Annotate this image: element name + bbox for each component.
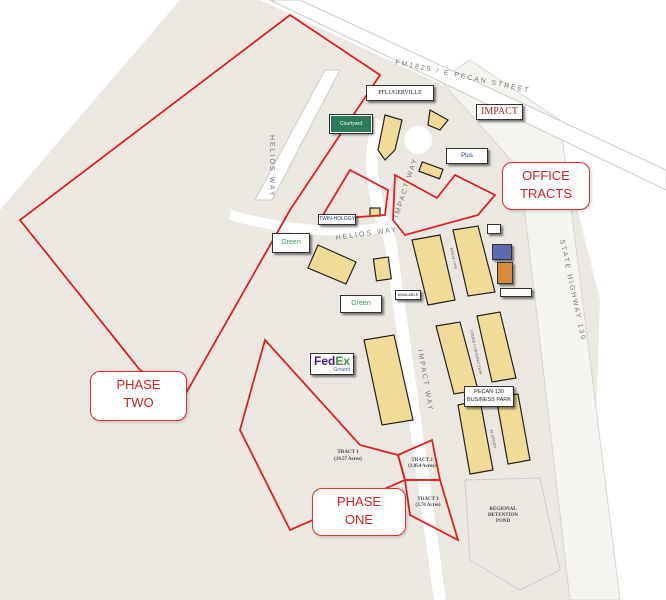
building-phase-one-2 — [452, 225, 496, 297]
building-phase-one-1 — [411, 234, 456, 306]
business-park-line-1: PECAN 130 — [474, 389, 504, 395]
pflugerville-sign: PFLUGERVILLE — [366, 85, 434, 101]
tract-3-name: TRACT 3 — [417, 497, 439, 502]
tract-1-name: TRACT 1 — [337, 450, 359, 455]
building-green — [307, 244, 357, 285]
helios-way-west-road — [254, 69, 341, 201]
best-western-sign: Plus — [446, 148, 488, 164]
planned-label: PLANNED — [489, 429, 498, 448]
detention-pond — [464, 477, 561, 591]
pond-line-1: REGIONAL — [489, 507, 517, 512]
fm1825-road — [269, 0, 666, 191]
impact-sign: IMPACT — [476, 104, 523, 120]
available-sign: AVAILABLE — [395, 290, 421, 300]
building-fedex — [363, 334, 414, 426]
tract-2-name: TRACT 2 — [411, 458, 433, 463]
impact-way-road — [366, 117, 446, 600]
tenant-logo-2 — [492, 244, 512, 260]
phase-two-line-1: PHASE — [116, 377, 161, 392]
tract-3-boundary — [403, 479, 460, 542]
tract-3-area: (3.76 Acres) — [415, 503, 441, 508]
twinhology-sign: TWIN-HOLOGY — [318, 214, 356, 225]
office-tract-boundary — [392, 173, 497, 237]
courtyard-sign: Courtyard — [329, 114, 373, 134]
business-park-line-2: BUSINESS PARK — [467, 397, 511, 403]
phase-one-line-1: PHASE — [336, 494, 382, 509]
building-small2 — [372, 256, 392, 282]
helios-tract-boundary — [318, 168, 389, 222]
phase-one-callout: PHASE ONE — [312, 488, 406, 536]
building-bw — [418, 161, 444, 180]
green-sign-2: Green — [340, 295, 382, 313]
office-tracts-line-1: OFFICE — [522, 168, 570, 183]
pond-line-3: POND — [496, 519, 511, 524]
building-hotel — [377, 114, 403, 161]
fedex-sign: FedEx Ground — [310, 353, 354, 375]
tenant-logo-1 — [487, 224, 501, 234]
phase-one-bldg-label: PHASE ONE — [449, 247, 459, 270]
fedex-ex: Ex — [335, 354, 351, 368]
tenant-logo-3 — [497, 262, 513, 284]
tenant-logo-4 — [500, 288, 532, 297]
helios-way-left-label: HELIOS WAY — [268, 135, 275, 198]
fedex-ground: Ground — [333, 367, 350, 373]
green-sign-1: Green — [272, 233, 310, 253]
tract-2-area: (1.054 Acres) — [408, 464, 436, 469]
roundabout — [404, 126, 432, 154]
building-pflugerville — [427, 109, 449, 131]
pond-line-2: DETENTION — [488, 513, 518, 518]
building-uc-2 — [476, 311, 517, 383]
office-tracts-callout: OFFICE TRACTS — [502, 162, 590, 210]
tract-1-area: (19.57 Acres) — [334, 457, 362, 462]
fedex-fed: Fed — [313, 354, 336, 368]
phase-one-line-2: ONE — [344, 512, 374, 527]
phase-two-callout: PHASE TWO — [90, 371, 187, 421]
business-park-sign: PECAN 130 BUSINESS PARK — [464, 386, 514, 407]
phase-two-line-2: TWO — [123, 395, 154, 410]
office-tracts-line-2: TRACTS — [520, 186, 572, 201]
